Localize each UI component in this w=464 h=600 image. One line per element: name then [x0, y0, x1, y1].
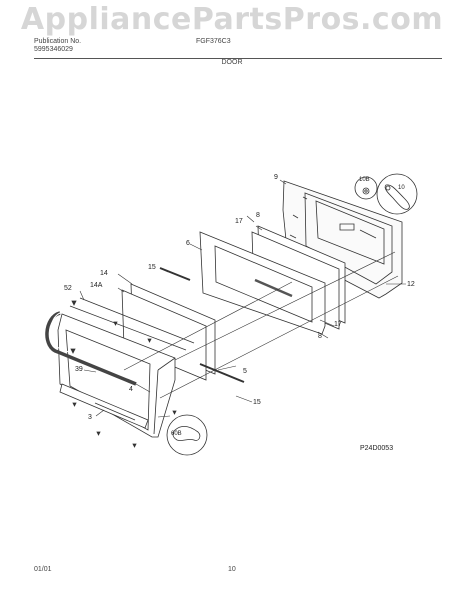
header-divider [34, 58, 442, 59]
section-title: DOOR [221, 59, 243, 66]
bottom-trim [60, 384, 148, 428]
detail-circle-10 [377, 174, 417, 214]
part-label-39: 39 [75, 366, 83, 373]
publication-label: Publication No. [34, 38, 82, 45]
part-label-60b: 60B [171, 431, 182, 437]
model-number: FGF376C3 [196, 38, 231, 45]
leader-lines [80, 180, 406, 417]
footer-page: 10 [228, 566, 236, 573]
inner-door-panel [283, 181, 402, 298]
diagram-code: P24D0053 [360, 445, 394, 452]
part-label-15-bottom: 15 [253, 399, 261, 406]
part-label-10b: 10B [359, 177, 370, 183]
trim-strip-top [160, 268, 190, 280]
detail-circle-10b [355, 177, 377, 199]
footer-date: 01/01 [34, 566, 52, 573]
detail-circle-60b [167, 415, 207, 455]
trim-strip-bottom [200, 364, 244, 382]
screws [71, 301, 176, 447]
part-label-14a: 14A [90, 282, 103, 289]
part-label-15-top: 15 [148, 264, 156, 271]
part-label-4: 4 [129, 386, 133, 393]
part-label-9: 9 [274, 174, 278, 181]
part-label-6: 6 [186, 240, 190, 247]
part-label-14: 14 [100, 270, 108, 277]
door-liner [200, 232, 325, 334]
part-label-5: 5 [243, 368, 247, 375]
part-label-17-top: 17 [235, 218, 243, 225]
part-label-52: 52 [64, 285, 72, 292]
publication-number: 5995346029 [34, 46, 73, 53]
part-label-17-bottom: 17 [334, 321, 342, 328]
part-label-3: 3 [88, 414, 92, 421]
part-label-10: 10 [398, 185, 405, 191]
part-label-8-bottom: 8 [318, 333, 322, 340]
window-glass-front [122, 284, 215, 380]
part-label-8-top: 8 [256, 212, 260, 219]
door-handle [47, 298, 194, 384]
part-label-12: 12 [407, 281, 415, 288]
